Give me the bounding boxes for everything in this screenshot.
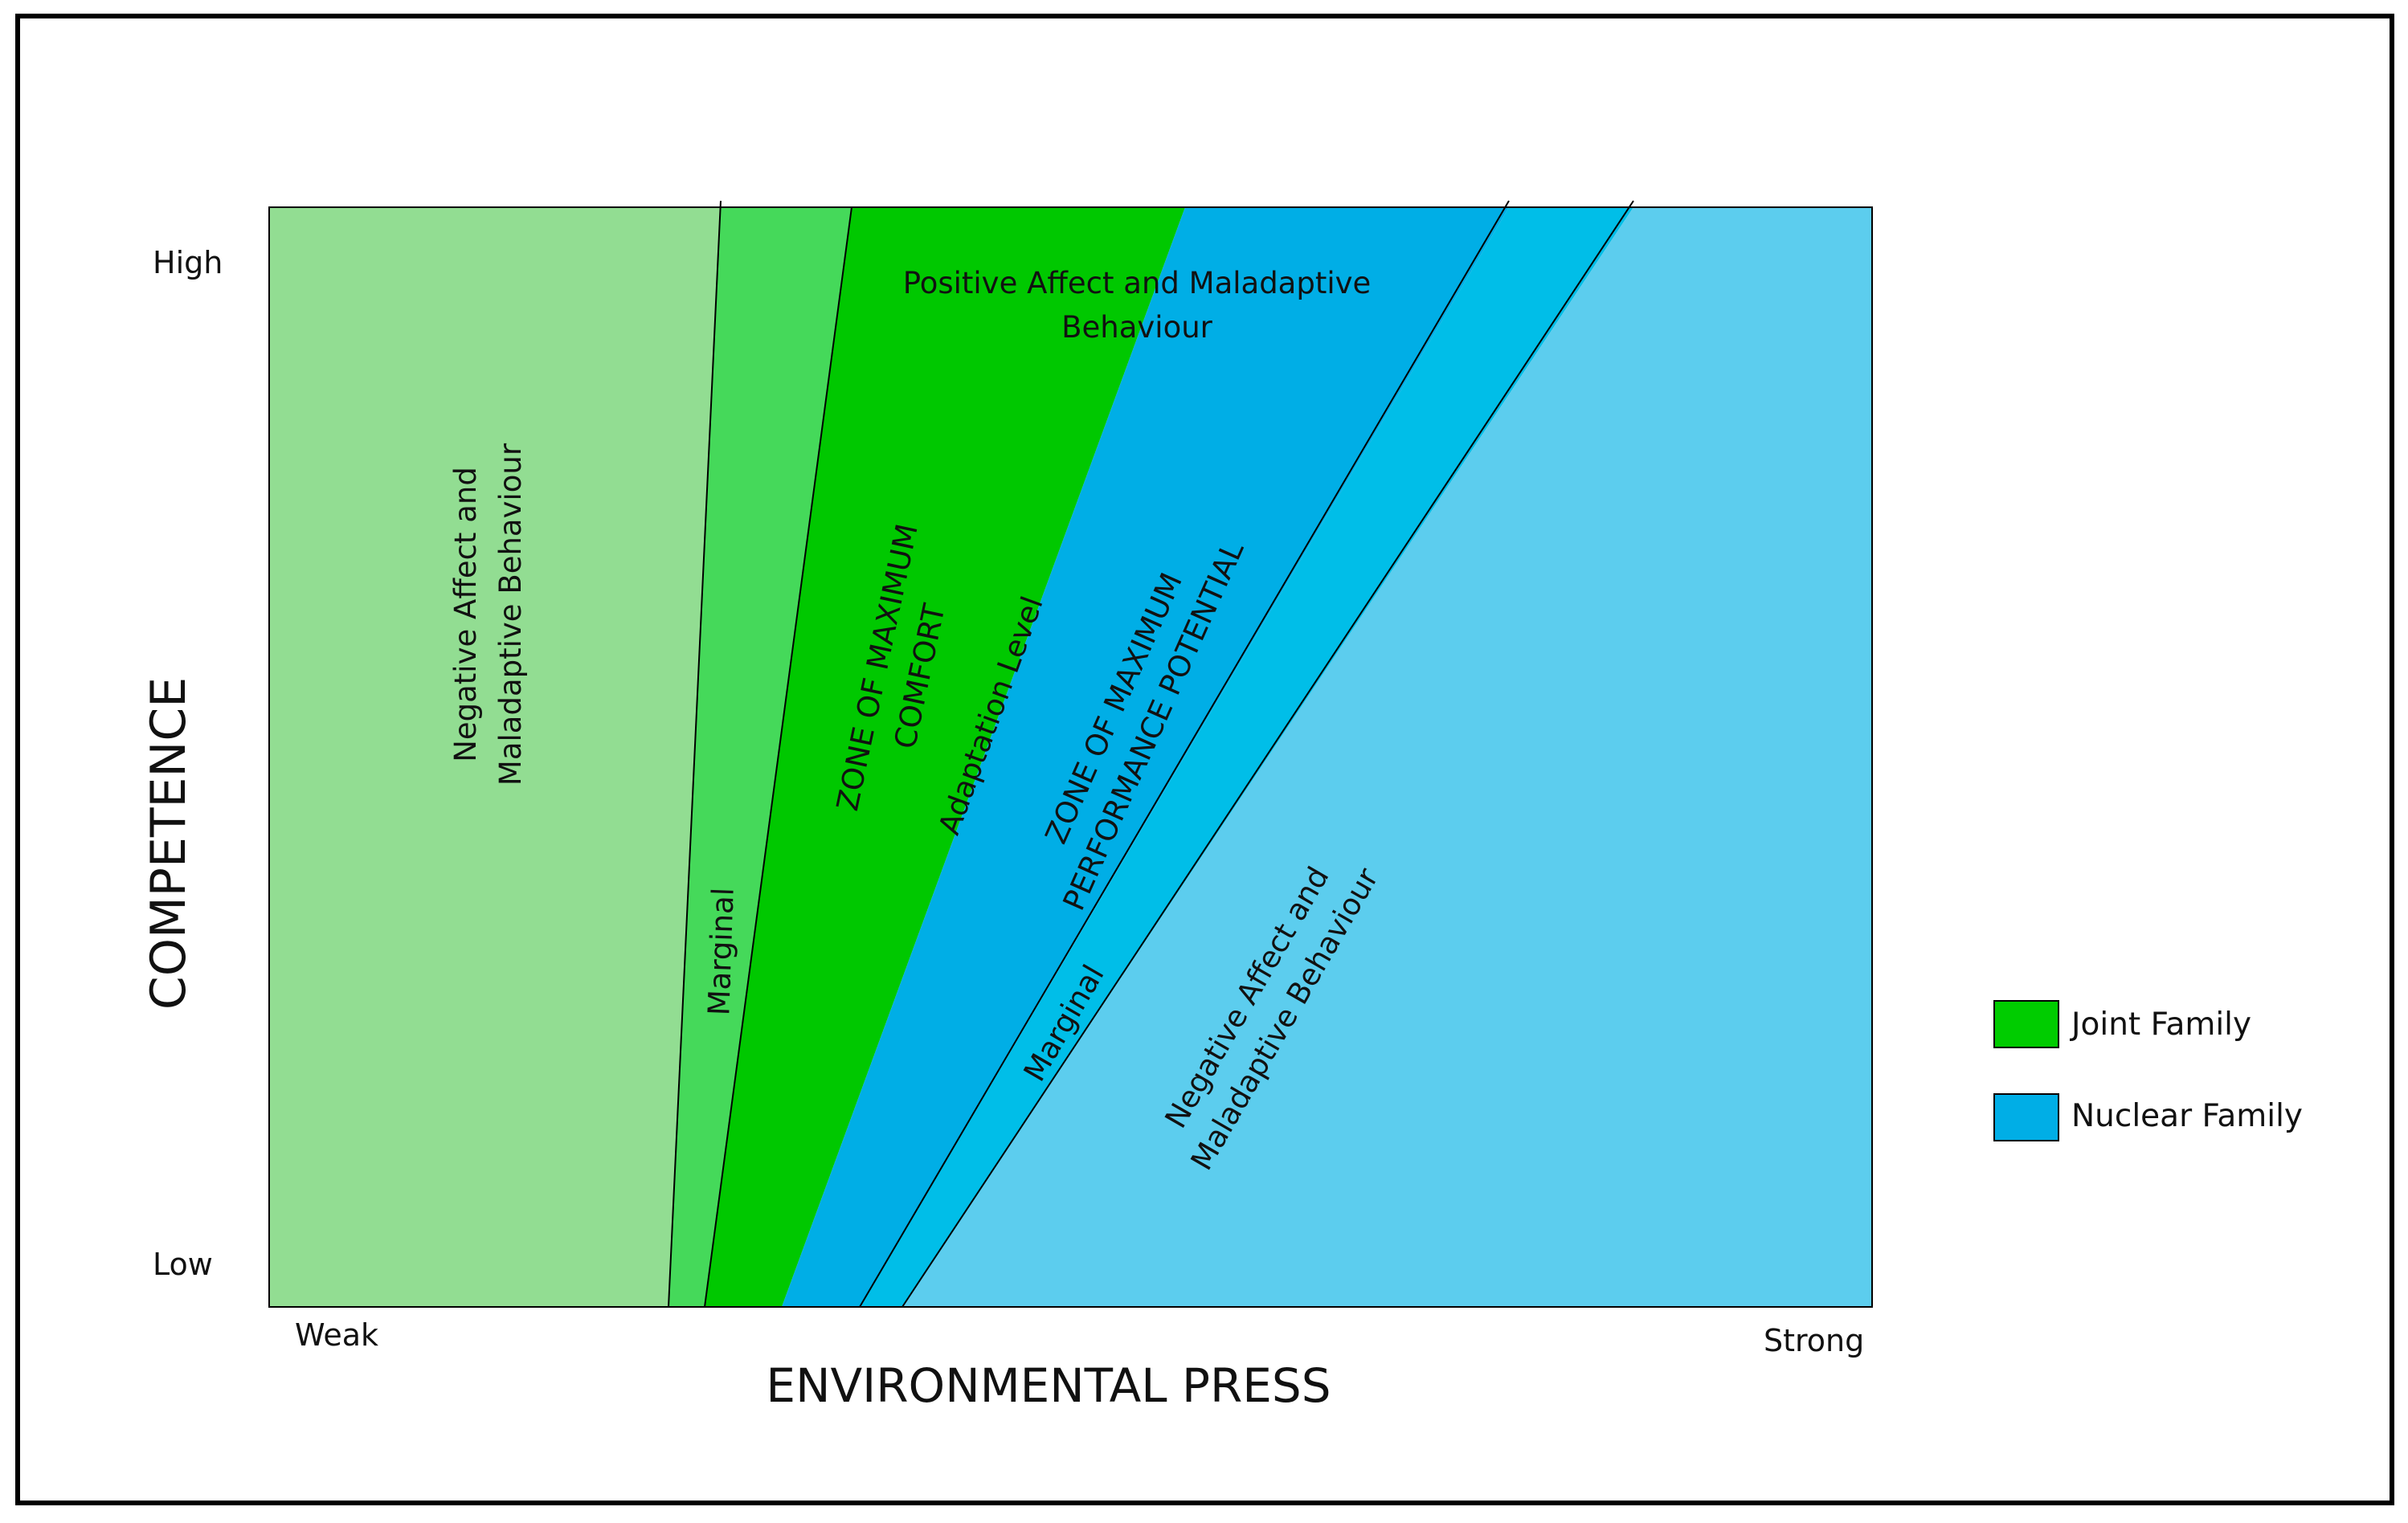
legend-swatch-joint: [1993, 1000, 2059, 1048]
x-axis-title: ENVIRONMENTAL PRESS: [766, 1358, 1331, 1413]
label-marginal-left: Marginal: [701, 887, 741, 1016]
legend-swatch-nuclear: [1993, 1093, 2059, 1141]
legend-label-joint: Joint Family: [2069, 1006, 2251, 1043]
x-strong-label: Strong: [1764, 1323, 1864, 1358]
zone-maximum-comfort: [705, 207, 1185, 1307]
boundary-line: [668, 200, 722, 1308]
svg-text:Negative Affect and: Negative Affect and: [448, 467, 483, 762]
label-negative-left: Negative Affect and Maladaptive Behaviou…: [448, 443, 528, 786]
svg-text:Positive Affect and Maladaptiv: Positive Affect and Maladaptive: [903, 266, 1372, 300]
zone-marginal-right: [860, 207, 1633, 1307]
boundary-line: [859, 200, 1510, 1308]
zone-negative-left: [269, 207, 721, 1307]
boundary-line: [901, 200, 1634, 1308]
legend: Joint Family Nuclear Family: [1993, 1000, 2303, 1141]
svg-text:Behaviour: Behaviour: [1061, 310, 1213, 345]
y-low-label: Low: [153, 1247, 213, 1282]
x-weak-label: Weak: [295, 1317, 378, 1353]
zone-maximum-performance: [782, 207, 1509, 1307]
y-high-label: High: [153, 245, 223, 280]
boundary-line: [704, 206, 852, 1308]
zone-marginal-left: [668, 207, 852, 1307]
label-positive-affect: Positive Affect and Maladaptive Behaviou…: [903, 266, 1372, 345]
zone-negative-right: [902, 207, 1872, 1307]
legend-label-nuclear: Nuclear Family: [2071, 1098, 2303, 1134]
plot-border: [268, 206, 1873, 1308]
y-axis-title: COMPETENCE: [141, 677, 197, 1010]
svg-text:Maladaptive Behaviour: Maladaptive Behaviour: [493, 443, 528, 786]
